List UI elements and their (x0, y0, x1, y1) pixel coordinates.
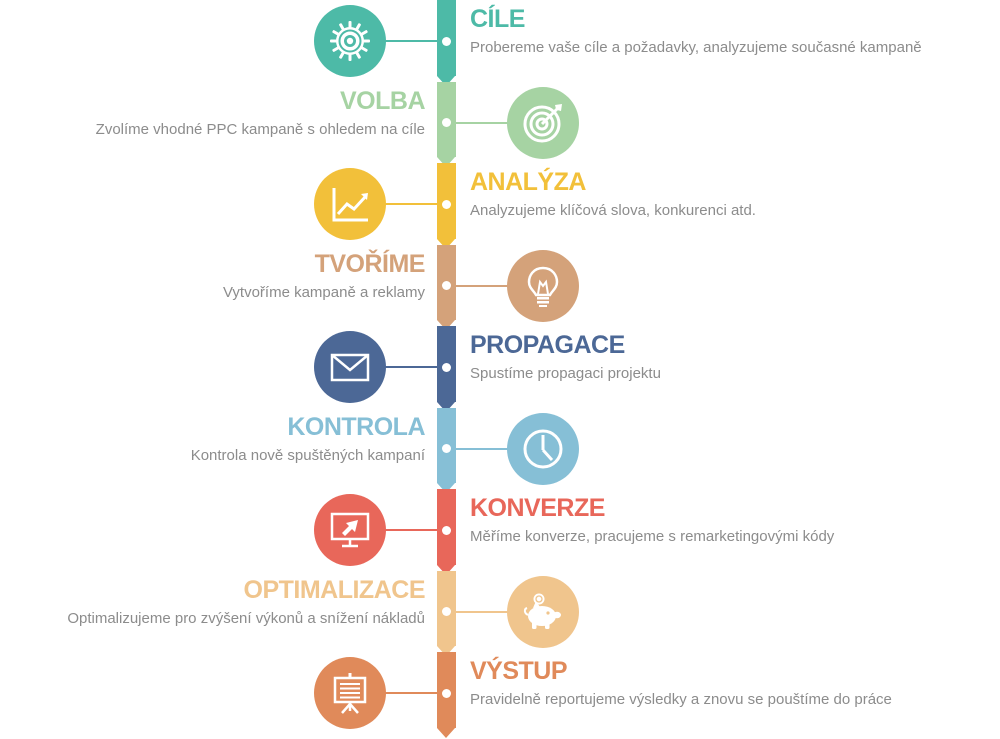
connector-line (378, 692, 444, 694)
step-title: VOLBA (340, 86, 426, 115)
timeline-node (442, 688, 451, 698)
timeline-segment-arrow (437, 75, 455, 86)
step-icon-circle (314, 494, 386, 566)
step-description: Optimalizujeme pro zvýšení výkonů a sníž… (67, 609, 425, 627)
timeline-node (442, 444, 451, 453)
connector-line (449, 610, 515, 613)
step-description: Zvolíme vhodné PPC kampaně s ohledem na … (95, 120, 425, 138)
step-title: ANALÝZA (470, 168, 586, 196)
connector-line (449, 284, 515, 287)
step-description: Spustíme propagaci projektu (470, 365, 661, 382)
connector-line (378, 366, 444, 368)
step-description: Vytvoříme kampaně a reklamy (222, 283, 425, 301)
connector-line (378, 40, 444, 42)
lightbulb-icon (521, 264, 565, 308)
connector-line (449, 121, 515, 124)
target-icon (521, 101, 565, 145)
step-icon-circle (507, 249, 579, 322)
timeline-segment-arrow (437, 401, 455, 412)
step-icon-circle (507, 412, 579, 485)
step-icon-circle (314, 331, 386, 403)
line-chart-icon (328, 182, 372, 226)
step-title: VÝSTUP (470, 657, 568, 685)
step-icon-circle (314, 5, 386, 77)
connector-line (378, 203, 444, 205)
timeline-node (442, 118, 451, 127)
timeline-node (442, 199, 451, 209)
timeline-segment-arrow (437, 320, 455, 330)
timeline-segment-arrow (437, 157, 455, 167)
timeline-segment-arrow (437, 646, 455, 656)
timeline-node (442, 281, 451, 290)
piggy-bank-icon (521, 590, 565, 634)
timeline-node (442, 36, 451, 46)
step-icon-circle (314, 657, 386, 729)
timeline-segment-arrow (437, 727, 455, 738)
step-description: Měříme konverze, pracujeme s remarketing… (470, 528, 835, 545)
step-title: TVOŘÍME (314, 249, 426, 278)
timeline-node (442, 607, 451, 616)
step-description: Kontrola nově spuštěných kampaní (190, 446, 425, 464)
step-icon-circle (314, 168, 386, 240)
timeline-node (442, 525, 451, 535)
envelope-icon (328, 345, 372, 389)
step-description: Analyzujeme klíčová slova, konkurenci at… (470, 202, 756, 219)
presentation-board-icon (328, 671, 372, 715)
monitor-cursor-icon (328, 508, 372, 552)
connector-line (378, 529, 444, 531)
timeline-segment-arrow (437, 564, 455, 575)
step-title: KONTROLA (287, 412, 425, 441)
step-title: CÍLE (470, 5, 525, 33)
step-description: Probereme vaše cíle a požadavky, analyzu… (470, 39, 922, 56)
step-title: KONVERZE (470, 494, 605, 522)
step-description: Pravidelně reportujeme výsledky a znovu … (470, 691, 892, 708)
gear-icon (328, 19, 372, 63)
clock-icon (521, 427, 565, 471)
step-icon-circle (507, 86, 579, 159)
connector-line (449, 447, 515, 450)
timeline-segment-arrow (437, 238, 455, 249)
timeline-node (442, 362, 451, 372)
step-icon-circle (507, 575, 579, 648)
step-title: OPTIMALIZACE (243, 575, 426, 604)
timeline-segment-arrow (437, 483, 455, 493)
step-title: PROPAGACE (470, 331, 625, 359)
